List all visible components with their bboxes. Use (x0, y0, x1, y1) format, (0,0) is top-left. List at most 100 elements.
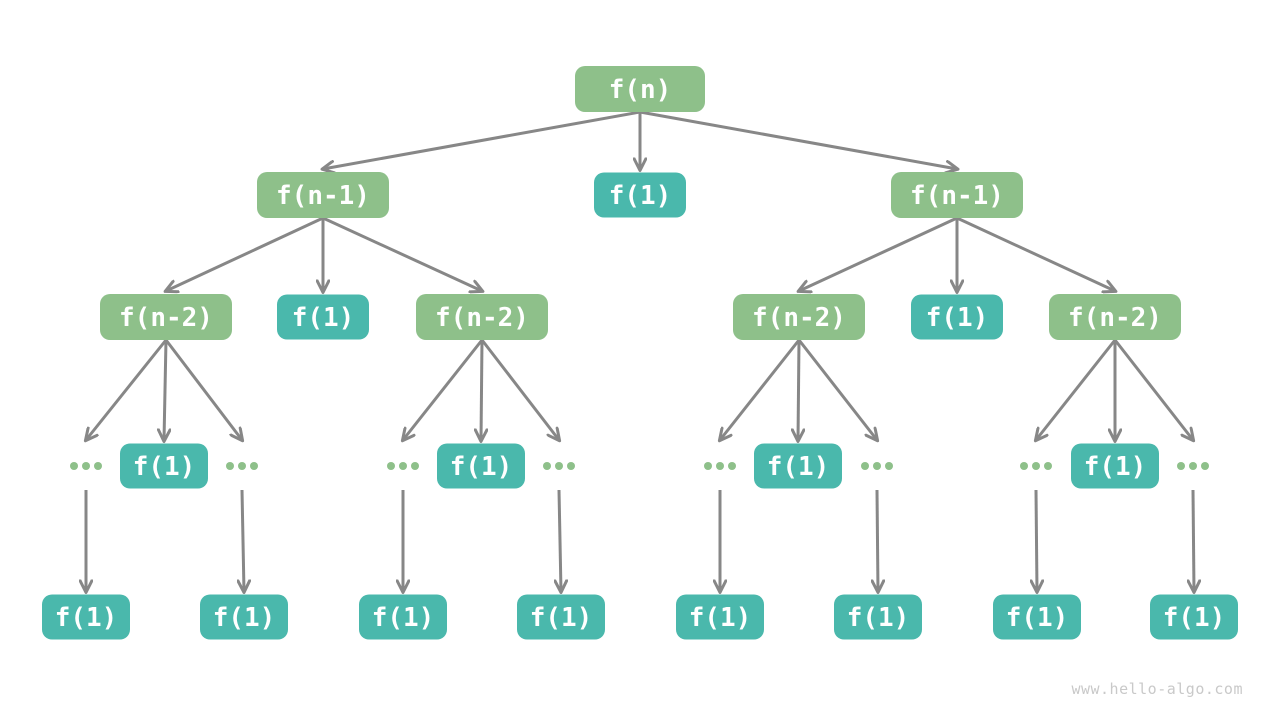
tree-node-l2-mid: f(1) (594, 172, 686, 218)
edge-layer (86, 110, 1194, 592)
tree-node-l2-right: f(n-1) (891, 172, 1023, 218)
node-box (200, 594, 288, 640)
node-box (733, 294, 865, 340)
edge-arrow-l3-4-to-l4-d6 (797, 339, 877, 440)
edge-arrow-l3-6-to-l4-d8 (1113, 339, 1193, 440)
node-box (517, 594, 605, 640)
node-box (1150, 594, 1238, 640)
tree-node-l5-5: f(1) (676, 594, 764, 640)
edge-arrow-l3-4-to-l4-d5 (720, 339, 801, 440)
node-label: f(1) (1084, 452, 1147, 482)
tree-node-l5-4: f(1) (517, 594, 605, 640)
node-label: f(n-2) (119, 303, 213, 333)
dot (1177, 462, 1185, 470)
dot (1201, 462, 1209, 470)
node-label: f(1) (847, 603, 910, 633)
dot (94, 462, 102, 470)
node-box (257, 172, 389, 218)
dot (82, 462, 90, 470)
ellipsis-dots-l4-d3 (387, 462, 419, 470)
edge-arrow-l4-d7-to-l5-7 (1036, 489, 1037, 592)
node-box (594, 172, 686, 218)
node-layer: f(n) f(n-1) f(1) f(n-1) f(n-2) f(1) f(n-2) f(n-… (42, 66, 1238, 640)
ellipsis-dots-l4-d8 (1177, 462, 1209, 470)
node-label: f(1) (450, 452, 513, 482)
edge-arrow-l2-right-to-l3-6 (956, 216, 1115, 291)
node-box (437, 443, 525, 489)
edge-arrow-l4-d6-to-l5-6 (877, 489, 878, 592)
node-label: f(1) (292, 303, 355, 333)
dot (861, 462, 869, 470)
node-label: f(n-2) (1068, 303, 1162, 333)
node-box (100, 294, 232, 340)
edge-arrow-l2-left-to-l3-3 (322, 216, 482, 291)
ellipsis-dots-l4-d2 (226, 462, 258, 470)
dot (1032, 462, 1040, 470)
dot (387, 462, 395, 470)
node-label: f(1) (1006, 603, 1069, 633)
node-box (416, 294, 548, 340)
node-box (1071, 443, 1159, 489)
node-label: f(1) (530, 603, 593, 633)
dot (70, 462, 78, 470)
tree-node-l3-3: f(n-2) (416, 294, 548, 340)
node-label: f(1) (689, 603, 752, 633)
ellipsis-dots-l4-d6 (861, 462, 893, 470)
edge-arrow-l3-1-to-l4-f1 (164, 339, 166, 441)
node-label: f(1) (767, 452, 830, 482)
dot (1020, 462, 1028, 470)
node-label: f(1) (133, 452, 196, 482)
tree-node-l4-f1: f(1) (120, 443, 208, 489)
dot (411, 462, 419, 470)
edge-arrow-l3-1-to-l4-d1 (86, 339, 168, 440)
tree-node-l3-4: f(n-2) (733, 294, 865, 340)
tree-node-l5-8: f(1) (1150, 594, 1238, 640)
ellipsis-dots-l4-d1 (70, 462, 102, 470)
dot (716, 462, 724, 470)
node-box (575, 66, 705, 112)
edge-arrow-l3-3-to-l4-f2 (481, 339, 482, 441)
ellipsis-dots-l4-d4 (543, 462, 575, 470)
edge-arrow-l3-3-to-l4-d4 (480, 339, 559, 440)
edge-arrow-l3-3-to-l4-d3 (403, 339, 484, 440)
node-box (120, 443, 208, 489)
dot (399, 462, 407, 470)
tree-node-l5-3: f(1) (359, 594, 447, 640)
tree-node-l4-f2: f(1) (437, 443, 525, 489)
ellipsis-dots-l4-d5 (704, 462, 736, 470)
node-label: f(n-1) (276, 181, 370, 211)
edge-arrow-l2-right-to-l3-4 (799, 216, 958, 291)
tree-node-l3-2: f(1) (277, 294, 369, 340)
node-box (834, 594, 922, 640)
watermark-text: www.hello-algo.com (1071, 680, 1243, 698)
dot (1044, 462, 1052, 470)
node-box (993, 594, 1081, 640)
dot (728, 462, 736, 470)
node-box (1049, 294, 1181, 340)
tree-node-l5-7: f(1) (993, 594, 1081, 640)
dot (1189, 462, 1197, 470)
node-box (676, 594, 764, 640)
tree-node-l3-6: f(n-2) (1049, 294, 1181, 340)
ellipsis-dots-l4-d7 (1020, 462, 1052, 470)
node-box (359, 594, 447, 640)
edge-arrow-l3-4-to-l4-f3 (798, 339, 799, 441)
edge-arrow-l4-d8-to-l5-8 (1193, 489, 1194, 592)
node-label: f(n) (609, 75, 672, 105)
node-label: f(n-2) (435, 303, 529, 333)
node-label: f(n-2) (752, 303, 846, 333)
node-box (891, 172, 1023, 218)
node-label: f(1) (609, 181, 672, 211)
node-label: f(1) (926, 303, 989, 333)
tree-node-l5-6: f(1) (834, 594, 922, 640)
node-box (754, 443, 842, 489)
dot (226, 462, 234, 470)
dot (250, 462, 258, 470)
edge-arrow-root-to-l2-right (639, 110, 957, 169)
dot (885, 462, 893, 470)
dot (873, 462, 881, 470)
edge-arrow-root-to-l2-left (323, 110, 641, 169)
tree-node-l4-f4: f(1) (1071, 443, 1159, 489)
